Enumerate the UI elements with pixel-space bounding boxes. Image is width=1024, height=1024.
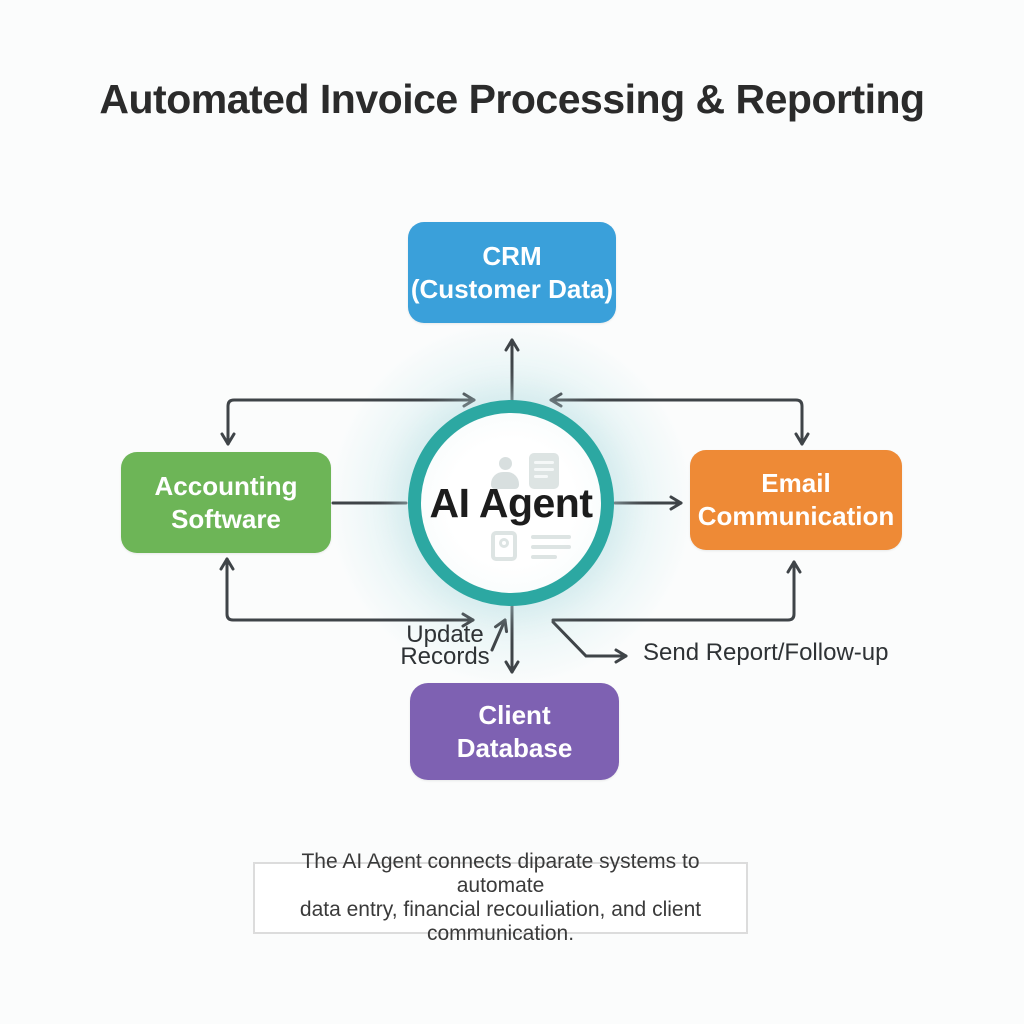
arrow-top-right-email — [549, 392, 810, 446]
ai-agent-node: AI Agent — [408, 400, 614, 606]
update-records-label: Update Records — [400, 621, 490, 670]
id-badge-icon-dot — [499, 538, 509, 548]
client-database-node: Client Database — [410, 683, 619, 780]
arrow-top-left-accounting — [220, 392, 476, 446]
page-title: Automated Invoice Processing & Reporting — [99, 76, 925, 122]
email-node-label: Email Communication — [697, 468, 895, 531]
crm-node: CRM (Customer Data) — [408, 222, 616, 323]
list-lines-icon — [531, 535, 571, 561]
document-icon — [529, 453, 559, 489]
send-report-follow-up-label: Send Report/Follow-up — [643, 639, 889, 666]
document-icon-line — [534, 468, 554, 471]
person-icon — [491, 457, 519, 489]
email-communication-node: Email Communication — [690, 450, 902, 550]
document-icon-line — [534, 475, 548, 478]
list-line — [531, 535, 571, 539]
ai-agent-label: AI Agent — [429, 479, 593, 526]
crm-node-label: CRM (Customer Data) — [410, 240, 614, 304]
caption-line-1: The AI Agent connects diparate systems t… — [301, 850, 700, 897]
document-icon-line — [534, 461, 554, 464]
arrow-bottom-left-accounting — [219, 557, 475, 628]
accounting-software-node: Accounting Software — [121, 452, 331, 553]
list-line — [531, 555, 557, 559]
arrow-send-report-fork — [551, 620, 628, 664]
caption-line-2: data entry, financial recouıliation, and… — [299, 898, 702, 945]
accounting-node-label: Accounting Software — [154, 470, 298, 534]
arrow-update-records-slash — [490, 618, 509, 652]
person-icon-body — [491, 472, 519, 489]
person-icon-head — [499, 457, 512, 470]
id-badge-icon — [491, 531, 517, 561]
caption-box: The AI Agent connects diparate systems t… — [253, 850, 748, 945]
arrow-bottom-right-to-email — [551, 560, 802, 622]
list-line — [531, 545, 571, 549]
client-database-node-label: Client Database — [456, 699, 573, 763]
